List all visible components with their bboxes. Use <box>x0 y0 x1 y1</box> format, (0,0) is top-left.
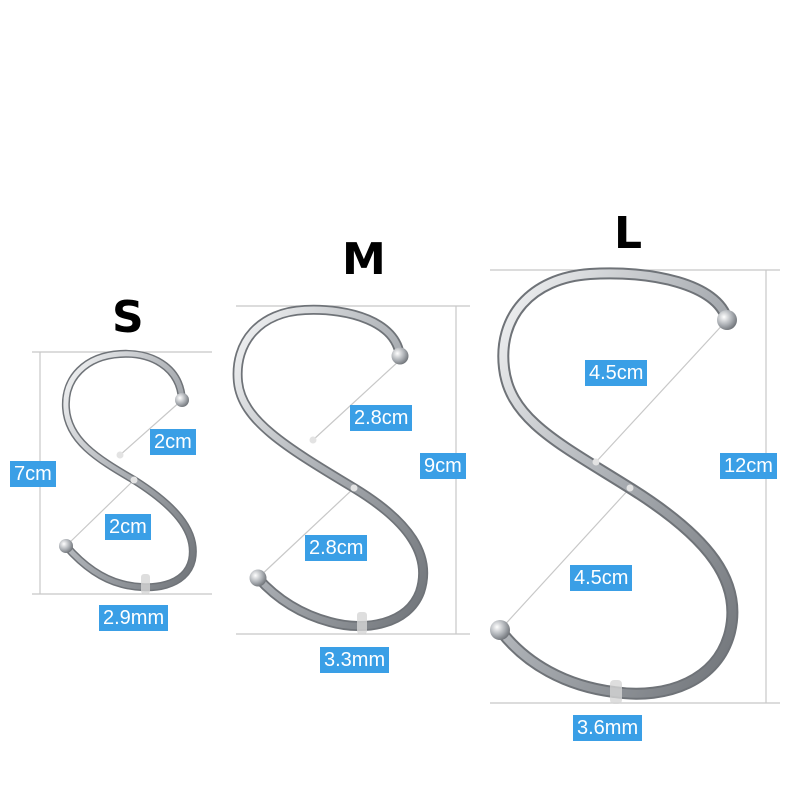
hook-large <box>490 267 780 704</box>
hook-end-ball <box>59 539 73 553</box>
wire-label-small: 2.9mm <box>99 605 169 631</box>
guide-line <box>499 487 631 631</box>
guide-line <box>595 319 728 463</box>
size-letter-m: M <box>342 234 386 285</box>
wire-gauge-marker <box>610 680 622 704</box>
hook-wire <box>496 269 737 698</box>
measure-point <box>309 436 317 444</box>
hook-wire <box>63 351 196 590</box>
hook-end-ball <box>249 569 267 587</box>
lower-gap-label-medium: 2.8cm <box>305 535 368 561</box>
measure-point <box>116 451 124 459</box>
hook-wire-outline <box>61 349 197 592</box>
upper-gap-label-small: 2cm <box>150 429 196 455</box>
size-letter-s: S <box>112 292 144 343</box>
measure-point <box>626 484 634 492</box>
size-letter-l: L <box>614 208 643 259</box>
guide-line <box>65 479 135 547</box>
upper-gap-label-large: 4.5cm <box>585 360 648 386</box>
guide-line <box>312 359 401 441</box>
guide-line <box>119 399 183 456</box>
hook-medium <box>232 304 470 635</box>
guide-line <box>257 487 355 579</box>
wire-gauge-marker <box>141 574 150 594</box>
hook-end-ball <box>391 347 409 365</box>
wire-label-large: 3.6mm <box>573 715 643 741</box>
height-label-small: 7cm <box>10 461 56 487</box>
lower-gap-label-large: 4.5cm <box>570 565 633 591</box>
wire-gauge-marker <box>357 612 367 634</box>
hook-end-ball <box>717 310 737 330</box>
height-label-medium: 9cm <box>420 453 466 479</box>
height-label-large: 12cm <box>720 453 777 479</box>
hook-end-ball <box>175 393 189 407</box>
measure-point <box>130 476 138 484</box>
hook-wire <box>234 306 427 630</box>
wire-label-medium: 3.3mm <box>320 647 390 673</box>
measure-point <box>592 458 600 466</box>
hook-end-ball <box>490 620 510 640</box>
hook-small <box>32 349 212 595</box>
lower-gap-label-small: 2cm <box>105 514 151 540</box>
measure-point <box>350 484 358 492</box>
upper-gap-label-medium: 2.8cm <box>350 405 413 431</box>
